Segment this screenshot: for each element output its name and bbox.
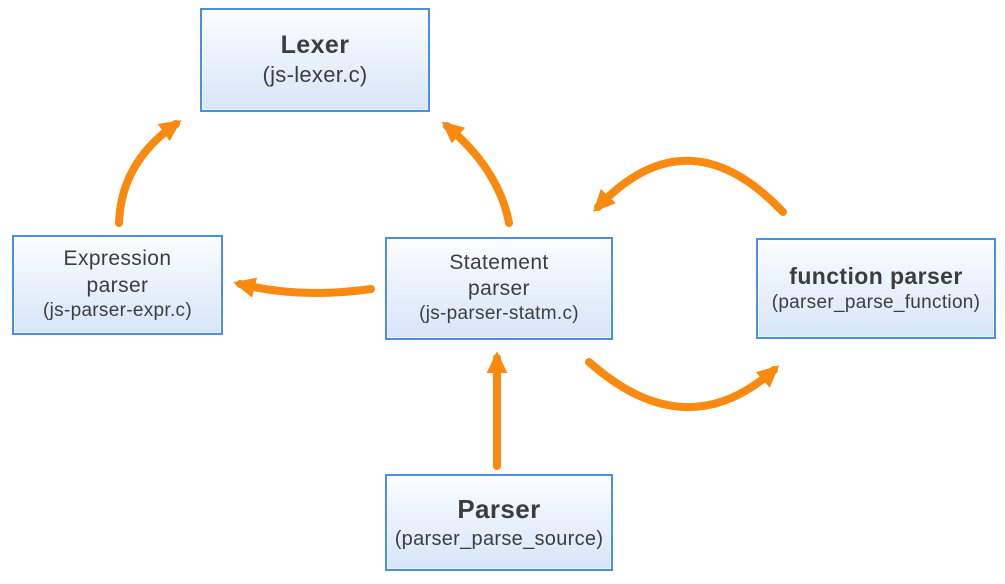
node-parser-subtitle: (parser_parse_source) [394, 527, 604, 550]
node-function-parser: function parser (parser_parse_function) [756, 238, 996, 339]
arrow-statement-parser-to-function-parser [585, 358, 780, 411]
node-statement-parser-subtitle: (js-parser-statm.c) [419, 303, 579, 325]
arrow-function-parser-to-statement-parser [593, 156, 787, 216]
node-function-parser-subtitle: (parser_parse_function) [771, 291, 981, 313]
arrow-statement-parser-to-expression-parser [233, 277, 375, 298]
node-function-parser-title: function parser [789, 262, 963, 289]
node-lexer-title: Lexer [280, 31, 350, 60]
node-expression-parser-subtitle: (js-parser-expr.c) [43, 299, 192, 321]
arrow-expression-parser-to-lexer [115, 120, 182, 227]
node-statement-parser-title: Statement parser [449, 250, 549, 301]
node-lexer-subtitle: (js-lexer.c) [262, 62, 368, 88]
node-statement-parser: Statement parser (js-parser-statm.c) [385, 237, 613, 340]
arrow-statement-parser-to-lexer [441, 121, 513, 227]
node-lexer: Lexer (js-lexer.c) [200, 8, 430, 112]
node-parser: Parser (parser_parse_source) [385, 474, 613, 571]
node-expression-parser: Expression parser (js-parser-expr.c) [12, 235, 223, 335]
node-parser-title: Parser [457, 494, 541, 525]
node-expression-parser-title: Expression parser [63, 247, 172, 297]
